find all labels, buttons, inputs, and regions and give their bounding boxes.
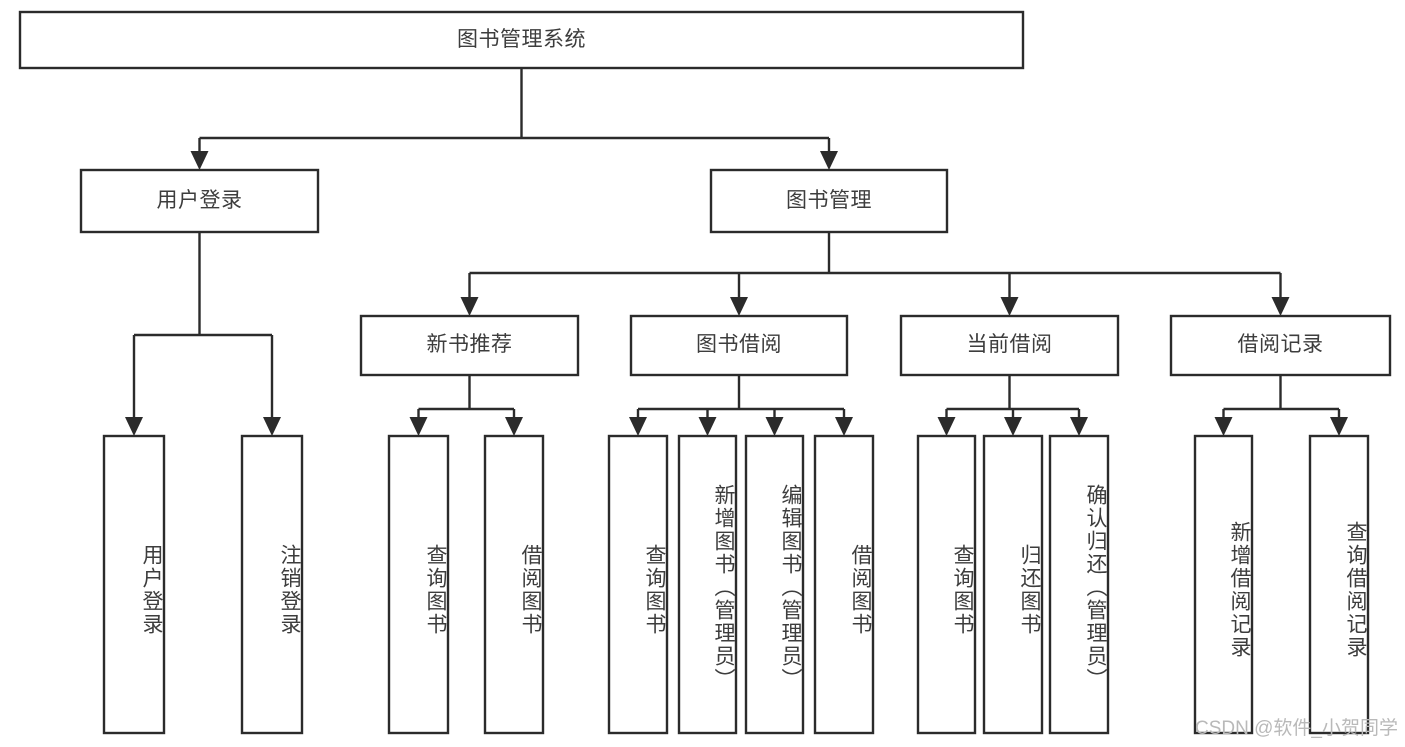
node-box-layer: [18, 10, 1392, 735]
watermark-text: CSDN @软件_小贺同学: [1195, 718, 1398, 739]
node-box-leaf-borrow-book[interactable]: [813, 434, 875, 735]
arrow-head-icon: [263, 417, 281, 436]
arrow-head-icon: [505, 417, 523, 436]
arrow-head-icon: [190, 151, 209, 170]
node-box-leaf-borrow-book-recommend[interactable]: [483, 434, 545, 735]
arrow-head-icon: [765, 417, 784, 436]
node-box-leaf-user-login[interactable]: [102, 434, 166, 735]
arrow-head-icon: [1271, 297, 1290, 316]
arrow-head-icon: [629, 417, 647, 436]
node-box-leaf-confirm-return[interactable]: [1048, 434, 1110, 735]
arrow-head-icon: [937, 417, 956, 436]
node-box-borrow-record[interactable]: [1169, 314, 1392, 377]
node-box-root[interactable]: [18, 10, 1025, 70]
arrow-head-icon: [125, 417, 143, 436]
arrow-head-icon: [460, 297, 479, 316]
node-box-leaf-query-book-borrow[interactable]: [607, 434, 669, 735]
arrow-head-icon: [409, 417, 428, 436]
arrow-head-icon: [1330, 417, 1348, 436]
node-box-leaf-query-book-current[interactable]: [916, 434, 977, 735]
node-box-user-login[interactable]: [79, 168, 320, 234]
node-box-book-borrow[interactable]: [629, 314, 849, 377]
node-box-leaf-query-borrow-record[interactable]: [1308, 434, 1370, 735]
arrow-head-icon: [698, 417, 717, 436]
arrow-head-icon: [1000, 297, 1019, 316]
node-box-current-borrow[interactable]: [899, 314, 1120, 377]
arrow-head-icon: [1070, 417, 1088, 436]
node-box-leaf-logout[interactable]: [240, 434, 304, 735]
arrow-head-icon: [1214, 417, 1233, 436]
node-box-book-manage[interactable]: [709, 168, 949, 234]
node-box-leaf-return-book[interactable]: [982, 434, 1044, 735]
arrow-head-icon: [730, 297, 748, 316]
node-box-new-book-recommend[interactable]: [359, 314, 580, 377]
arrow-head-icon: [1004, 417, 1022, 436]
node-box-leaf-add-book[interactable]: [677, 434, 738, 735]
node-box-leaf-add-borrow-record[interactable]: [1193, 434, 1254, 735]
arrow-head-icon: [820, 151, 838, 170]
arrow-head-icon: [835, 417, 853, 436]
node-box-leaf-query-book-recommend[interactable]: [387, 434, 450, 735]
edge-layer: [125, 68, 1348, 436]
node-box-leaf-edit-book[interactable]: [744, 434, 805, 735]
